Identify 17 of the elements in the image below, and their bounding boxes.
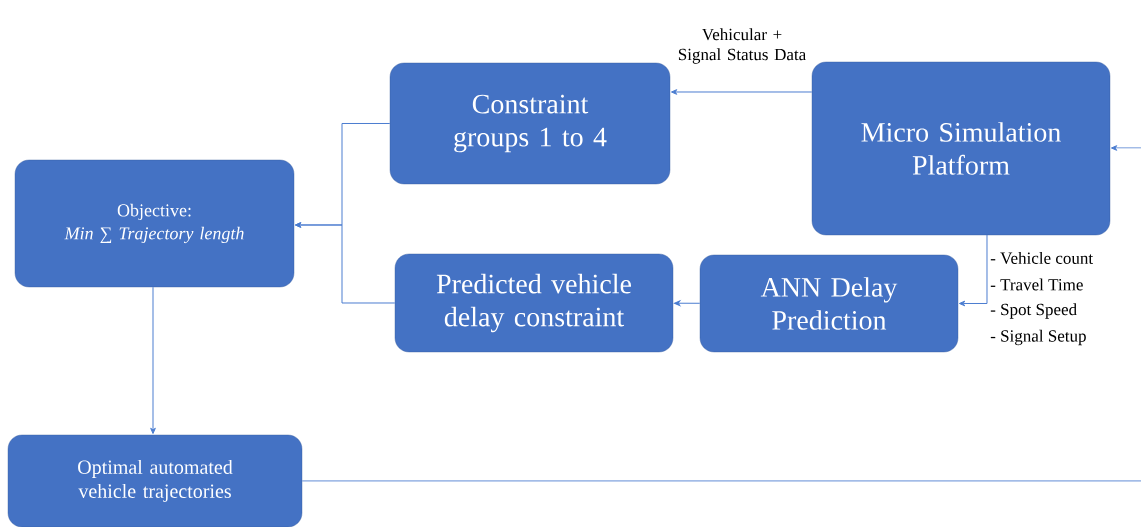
list-item: - Signal Setup: [990, 329, 1086, 346]
process-box: Micro Simulation Platform: [811, 61, 1111, 236]
arrow: [1110, 145, 1141, 151]
process-box: Constraint groups 1 to 4: [389, 62, 671, 185]
arrow: [294, 222, 396, 304]
process-box: Objective: Min ∑ Trajectory length: [14, 159, 295, 288]
list-item: - Travel Time: [990, 278, 1083, 291]
edge-label: Vehicular + Signal Status Data: [678, 28, 806, 64]
process-box: Predicted vehicle delay constraint: [394, 253, 674, 353]
arrow: [670, 89, 813, 95]
list-item: - Spot Speed: [990, 303, 1077, 319]
process-box: Optimal automated vehicle trajectories: [7, 434, 303, 527]
arrow: [673, 300, 701, 307]
process-box: ANN Delay Prediction: [699, 254, 959, 353]
list-item: - Vehicle count: [990, 251, 1093, 264]
arrow: [958, 234, 988, 307]
arrow: [150, 286, 156, 435]
